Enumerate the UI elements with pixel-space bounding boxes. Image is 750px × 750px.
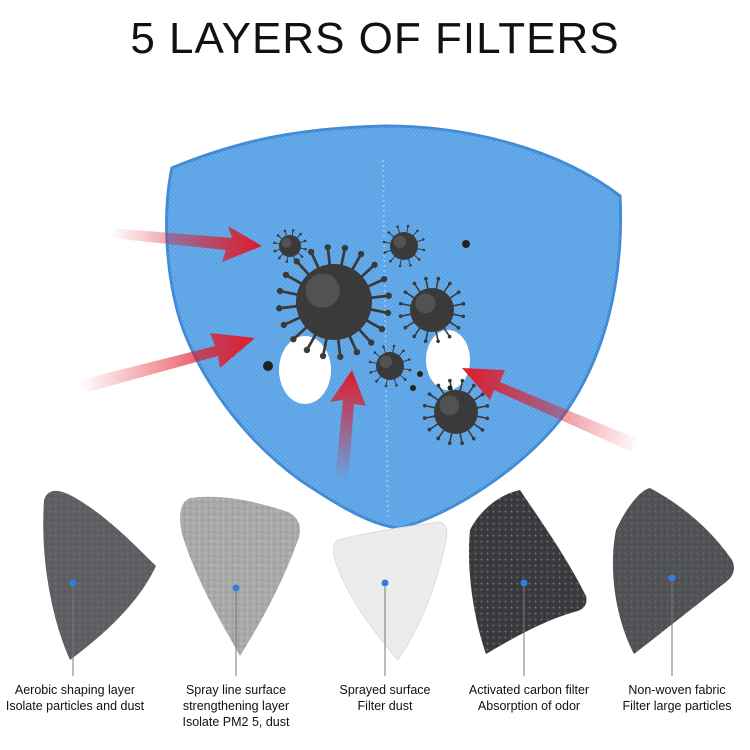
virus-icon <box>368 344 412 388</box>
particles <box>263 240 470 391</box>
virus-icon <box>382 224 426 268</box>
virus-icon <box>276 244 392 360</box>
layer-marker-dot <box>668 574 676 582</box>
red-arrow-icon <box>330 370 366 482</box>
valve-left <box>279 336 331 404</box>
page-title: 5 LAYERS OF FILTERS <box>130 14 620 63</box>
particle-icon <box>410 385 416 391</box>
filter-layer-2 <box>180 496 300 676</box>
layer-marker-dot <box>69 579 77 587</box>
mask-seam <box>382 159 389 521</box>
caption-layer-5: Non-woven fabric Filter large particles <box>622 683 732 713</box>
caption-layer-4: Activated carbon filter Absorption of od… <box>468 683 590 713</box>
virus-icon <box>398 276 466 344</box>
particle-icon <box>263 361 273 371</box>
arrows <box>80 226 640 482</box>
red-arrow-icon <box>110 226 262 262</box>
layer-marker-dot <box>520 579 528 587</box>
red-arrow-icon <box>80 333 255 392</box>
red-arrow-icon <box>462 368 640 452</box>
caption-layer-3: Sprayed surface Filter dust <box>339 683 431 713</box>
filter-layers <box>43 488 734 676</box>
virus-icon <box>273 229 307 263</box>
filter-layer-3 <box>333 521 448 676</box>
particle-icon <box>462 240 470 248</box>
particle-icon <box>417 371 423 377</box>
filter-layer-1 <box>43 490 156 676</box>
virus-icon <box>422 378 490 446</box>
valve-right <box>426 330 470 390</box>
layer-marker-dot <box>381 579 389 587</box>
viruses <box>273 224 490 446</box>
mask <box>165 124 622 530</box>
layer-marker-dot <box>232 584 240 592</box>
particle-icon <box>447 385 453 391</box>
filter-layer-4 <box>468 490 587 676</box>
caption-layer-1: Aerobic shaping layer Isolate particles … <box>5 683 145 713</box>
caption-layer-2: Spray line surface strengthening layer I… <box>182 683 290 729</box>
filter-layer-5 <box>612 488 734 676</box>
